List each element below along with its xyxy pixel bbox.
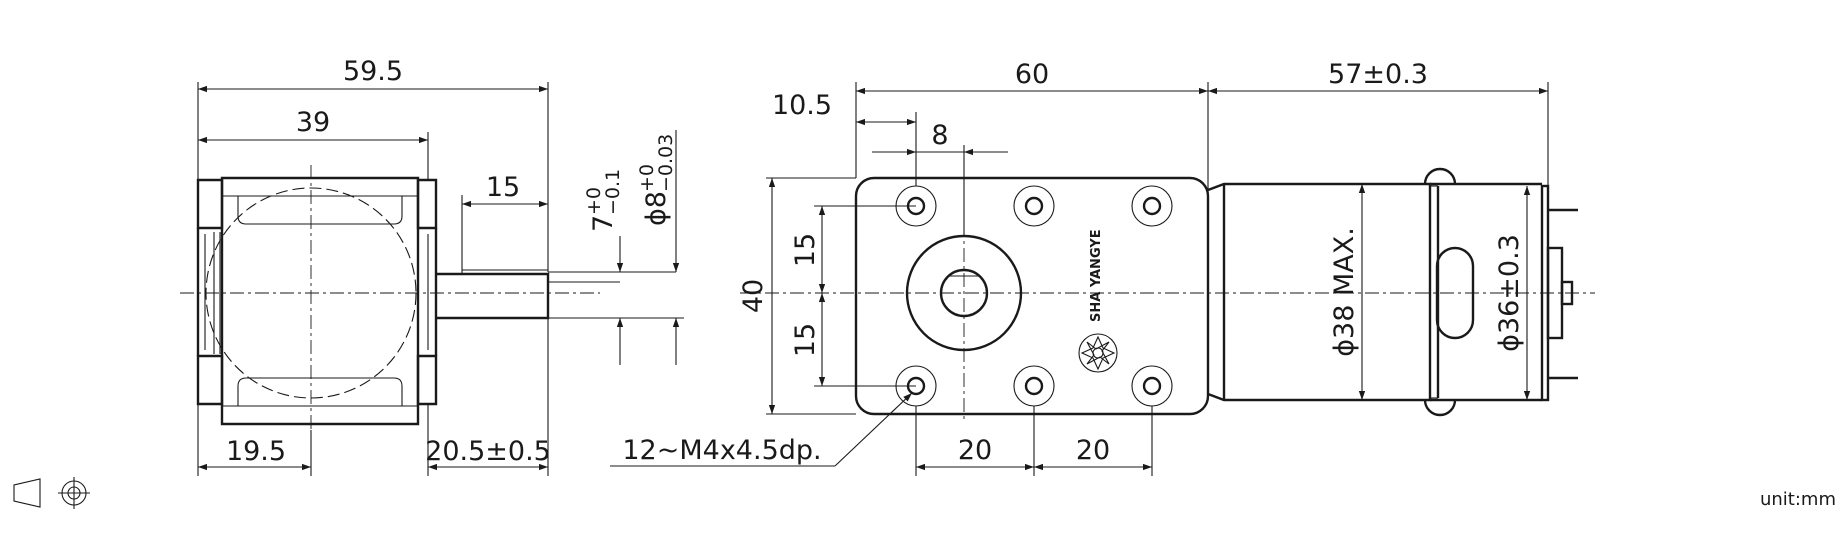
dim-overall-length: 59.5 [343, 56, 403, 87]
brand-name: SHA YANGYE [1089, 229, 1104, 322]
units-label: unit:mm [1760, 489, 1836, 510]
projection-symbol [13, 477, 90, 509]
dim-motor-diameter: ϕ36±0.3 [1494, 234, 1525, 352]
dim-hole-spacing-1: 20 [958, 435, 992, 466]
dim-upper-half: 15 [790, 233, 821, 267]
projection-circles-icon [58, 477, 90, 509]
dim-bottom-left: 19.5 [226, 436, 286, 467]
dim-shaft-diameter: ϕ8 +0 −0.03 [636, 134, 677, 226]
dim-shaft-offset: 8 [931, 120, 948, 151]
dim-hole-spacing-2: 20 [1076, 435, 1110, 466]
svg-text:+0: +0 [583, 187, 605, 215]
svg-text:−0.1: −0.1 [602, 169, 624, 215]
svg-text:−0.03: −0.03 [655, 134, 677, 192]
dim-lower-half: 15 [790, 323, 821, 357]
gearbox-plate: SHA YANGYE [854, 176, 1210, 416]
side-shaft [436, 269, 676, 320]
dim-body-length: 39 [296, 107, 330, 138]
svg-text:7: 7 [588, 215, 619, 232]
dim-edge-to-hole: 10.5 [772, 90, 832, 121]
front-view: SHA YANGYE 60 [610, 59, 1595, 476]
svg-text:+0: +0 [636, 164, 658, 192]
holes-callout: 12~M4x4.5dp. [622, 435, 821, 466]
dim-gearbox-length: 60 [1015, 59, 1049, 90]
dim-bottom-right: 20.5±0.5 [425, 436, 551, 467]
dim-motor-max-diameter: ϕ38 MAX. [1329, 227, 1360, 357]
truncated-cone-icon [13, 478, 41, 508]
motor-can [1207, 167, 1578, 417]
dim-motor-length: 57±0.3 [1328, 59, 1428, 90]
dim-height: 40 [738, 279, 769, 313]
motor-slot [1435, 246, 1475, 340]
brand-logo [1078, 333, 1118, 373]
dim-shaft-flat: 7 +0 −0.1 [583, 169, 624, 232]
side-view: 59.5 39 15 19.5 20.5±0.5 7 +0 −0.1 [180, 56, 684, 476]
output-shaft [939, 268, 989, 318]
mounting-holes [895, 185, 1173, 407]
side-body [196, 176, 438, 426]
svg-text:ϕ8: ϕ8 [641, 191, 672, 226]
dim-shaft-length: 15 [486, 172, 520, 203]
